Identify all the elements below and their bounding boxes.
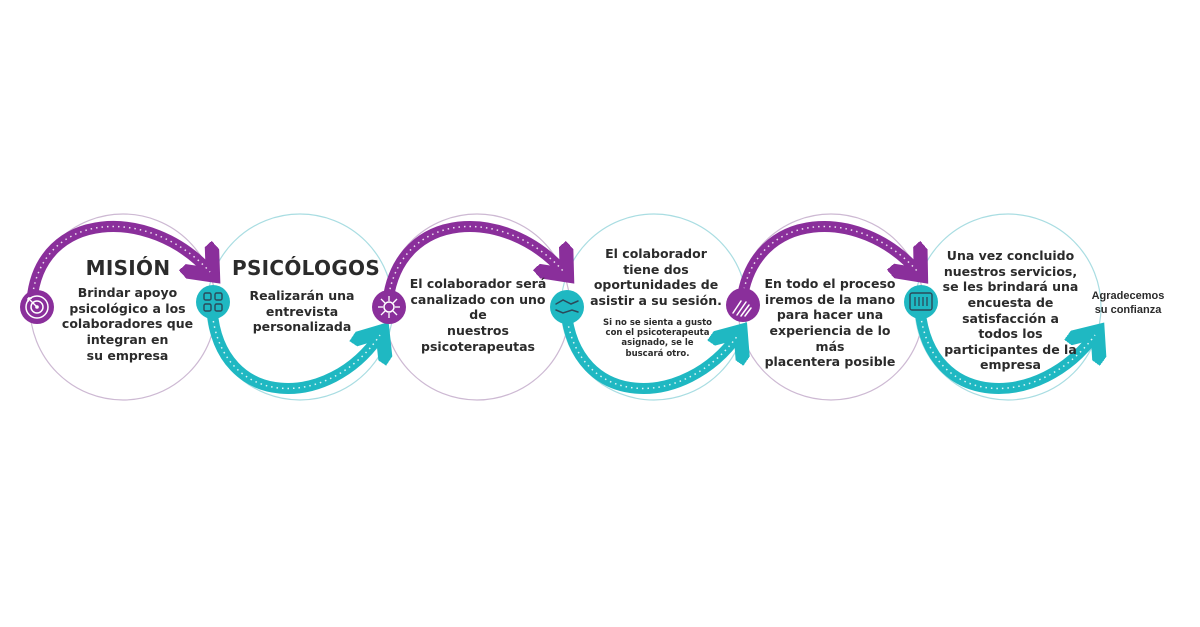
survey-icon	[904, 285, 938, 319]
step-6-text: Una vez concluido nuestros servicios, se…	[942, 248, 1079, 373]
network-flow-icon	[196, 285, 230, 319]
step-3-text: El colaborador será canalizado con uno d…	[409, 276, 547, 354]
hands-icon	[726, 288, 760, 322]
arrow-purple-1	[26, 220, 210, 306]
arrow-teal-2	[560, 304, 738, 394]
step-2-text: Realizarán una entrevista personalizada	[249, 288, 355, 335]
step-5-text: En todo el proceso iremos de la mano par…	[764, 276, 896, 370]
arrow-teal-3	[914, 304, 1095, 394]
step-4-note: Si no se sienta a gusto con el psicotera…	[603, 318, 712, 359]
hub-icon	[372, 290, 406, 324]
handshake-icon	[550, 290, 584, 324]
closing-message: Agradecemos su confianza	[1091, 290, 1165, 316]
step-4-text: El colaborador tiene dos oportunidades d…	[590, 246, 722, 308]
step-2-title: PSICÓLOGOS	[232, 256, 381, 280]
arrow-purple-2	[382, 221, 564, 306]
target-icon	[20, 290, 54, 324]
step-1-text: Brindar apoyo psicológico a los colabora…	[61, 285, 194, 363]
step-1-title: MISIÓN	[85, 256, 171, 280]
